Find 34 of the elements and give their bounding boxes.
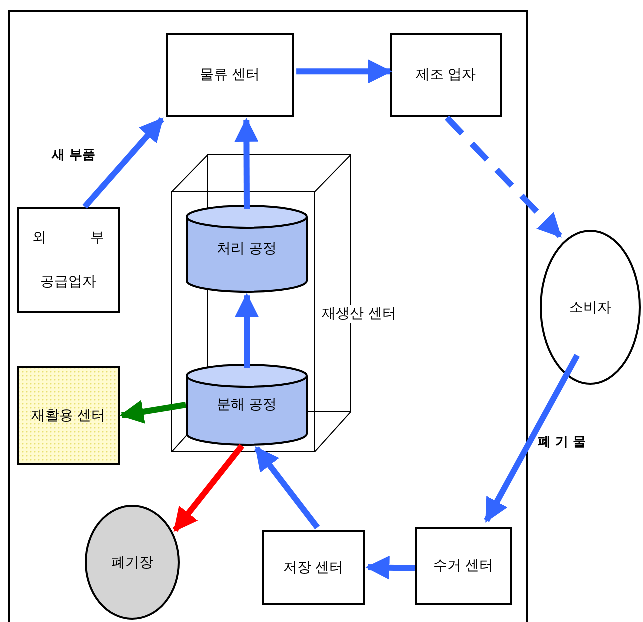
edge-label: 새 부품 — [52, 146, 96, 164]
arrow — [172, 444, 244, 532]
node-label: 수거 센터 — [433, 557, 494, 575]
node-label: 처리 공정 — [216, 240, 278, 258]
arrow — [484, 354, 580, 523]
process-box — [17, 366, 120, 465]
process-box — [415, 527, 512, 605]
arrow — [444, 116, 562, 238]
node-label: 공급업자 — [40, 273, 96, 291]
process-box — [262, 530, 365, 605]
process-box — [166, 33, 294, 117]
node-label: 재생산 센터 — [322, 305, 396, 323]
node-label: 외 부 — [32, 229, 105, 247]
arrow — [366, 556, 416, 580]
node-label: 소비자 — [570, 298, 612, 316]
arrow — [120, 400, 186, 424]
node-label: 저장 센터 — [283, 558, 344, 576]
node-label: 제조 업자 — [416, 66, 476, 84]
node-label: 폐기장 — [112, 554, 154, 572]
process-cylinder — [186, 205, 308, 293]
arrow — [296, 60, 392, 84]
arrow — [234, 118, 259, 210]
arrow — [254, 446, 320, 530]
node-label: 분해 공정 — [216, 396, 278, 414]
arrow — [82, 118, 164, 209]
arrow — [235, 293, 259, 368]
process-box — [390, 33, 502, 117]
edge-label: 폐 기 물 — [538, 433, 586, 451]
ellipse-node — [540, 230, 641, 385]
process-box — [17, 207, 120, 313]
process-cylinder — [186, 364, 308, 446]
ellipse-node — [85, 505, 180, 620]
node-label: 물류 센터 — [200, 66, 260, 84]
node-label: 재활용 센터 — [31, 406, 106, 424]
